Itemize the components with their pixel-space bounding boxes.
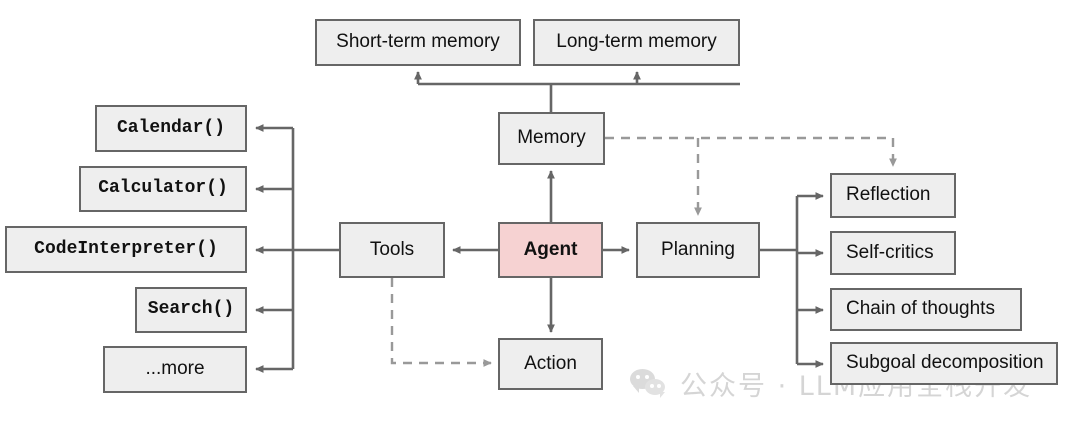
node-label: Memory — [517, 127, 586, 149]
node-planning-chain-of-thoughts[interactable]: Chain of thoughts — [830, 288, 1022, 331]
node-label: Agent — [523, 238, 578, 260]
node-planning-reflection[interactable]: Reflection — [830, 173, 956, 218]
node-long-term-memory[interactable]: Long-term memory — [533, 19, 740, 66]
node-label: Search() — [147, 299, 235, 320]
node-tool-more[interactable]: ...more — [103, 346, 247, 393]
node-label: Subgoal decomposition — [846, 352, 1044, 374]
node-label: Reflection — [846, 184, 931, 206]
node-tool-code-interpreter[interactable]: CodeInterpreter() — [5, 226, 247, 273]
node-label: Calculator() — [98, 178, 228, 199]
node-planning[interactable]: Planning — [636, 222, 760, 278]
node-action[interactable]: Action — [498, 338, 603, 390]
node-label: Action — [524, 352, 577, 374]
node-label: Long-term memory — [556, 31, 717, 53]
node-label: Tools — [369, 238, 415, 260]
node-label: Calendar() — [116, 117, 226, 138]
node-label: Self-critics — [846, 241, 934, 263]
node-tools[interactable]: Tools — [339, 222, 445, 278]
node-tool-calculator[interactable]: Calculator() — [79, 166, 247, 212]
wechat-icon — [630, 368, 670, 399]
node-tool-calendar[interactable]: Calendar() — [95, 105, 247, 152]
node-label: Short-term memory — [336, 31, 500, 53]
node-label: ...more — [145, 358, 205, 380]
node-agent[interactable]: Agent — [498, 222, 603, 278]
node-planning-self-critics[interactable]: Self-critics — [830, 231, 956, 275]
node-label: CodeInterpreter() — [34, 238, 218, 259]
node-label: Planning — [661, 238, 735, 260]
node-tool-search[interactable]: Search() — [135, 287, 247, 333]
node-short-term-memory[interactable]: Short-term memory — [315, 19, 521, 66]
node-label: Chain of thoughts — [846, 298, 995, 320]
node-planning-subgoal-decomposition[interactable]: Subgoal decomposition — [830, 342, 1058, 385]
node-memory[interactable]: Memory — [498, 112, 605, 165]
